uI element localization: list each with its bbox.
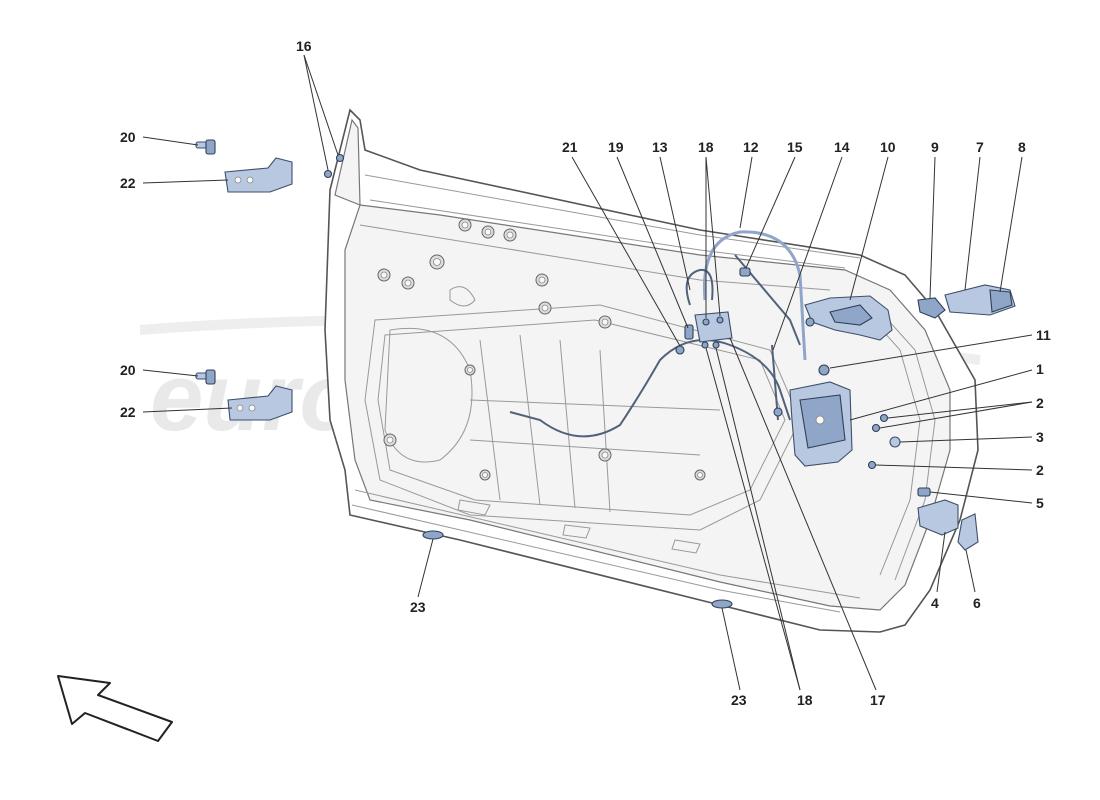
- callout-13: 13: [652, 139, 668, 155]
- screw-2-upper: [879, 413, 889, 423]
- callout-9: 9: [931, 139, 939, 155]
- callout-23-left: 23: [410, 599, 426, 615]
- hinge-22-upper: [224, 157, 293, 193]
- bracket-18: [694, 311, 733, 349]
- callout-16: 16: [296, 38, 312, 54]
- callout-11: 11: [1036, 327, 1051, 343]
- hinge-22-lower: [227, 385, 293, 421]
- callout-22-lower: 22: [120, 404, 136, 420]
- clip-21: [675, 345, 685, 355]
- callout-3: 3: [1036, 429, 1044, 445]
- callout-18-top: 18: [698, 139, 714, 155]
- callout-22-upper: 22: [120, 175, 136, 191]
- rod-14: [771, 344, 779, 421]
- callout-12: 12: [743, 139, 759, 155]
- screw-2-lower: [867, 460, 877, 470]
- cable-13: [685, 268, 714, 306]
- clip-15: [739, 267, 751, 277]
- callout-18-bottom: 18: [797, 692, 813, 708]
- bolt-20-lower: [195, 369, 216, 385]
- inner-handle-10: [804, 295, 893, 341]
- callout-labels: 16 20 22 20 22 21 19 13 18 12 15 14 10 9…: [120, 38, 1051, 708]
- callout-2-lower: 2: [1036, 462, 1044, 478]
- callout-21: 21: [562, 139, 578, 155]
- callout-7: 7: [976, 139, 984, 155]
- bolt-5: [917, 487, 931, 497]
- callout-23-right: 23: [731, 692, 747, 708]
- callout-14: 14: [834, 139, 850, 155]
- cable-14: [734, 254, 801, 346]
- plate-6: [957, 513, 979, 551]
- door-lock-1: [789, 381, 853, 467]
- cable-17: [509, 339, 791, 438]
- callout-20-upper: 20: [120, 129, 136, 145]
- callout-8: 8: [1018, 139, 1026, 155]
- clip-19: [684, 324, 694, 340]
- callout-17: 17: [870, 692, 886, 708]
- parts: [195, 139, 1016, 609]
- callout-5: 5: [1036, 495, 1044, 511]
- callout-20-lower: 20: [120, 362, 136, 378]
- callout-15: 15: [787, 139, 803, 155]
- callout-2-upper: 2: [1036, 395, 1044, 411]
- bolt-20-upper: [195, 139, 216, 155]
- plug-23-left: [422, 530, 444, 540]
- door-frame: [324, 108, 979, 633]
- screw-2-middle: [871, 423, 881, 433]
- plug-23-right: [711, 599, 733, 609]
- callout-10: 10: [880, 139, 896, 155]
- callout-1: 1: [1036, 361, 1044, 377]
- bezel-9: [917, 297, 946, 319]
- screw-16: [323, 153, 345, 179]
- callout-19: 19: [608, 139, 624, 155]
- striker-4: [917, 499, 959, 536]
- outer-handle-7-8: [944, 284, 1016, 316]
- callout-6: 6: [973, 595, 981, 611]
- leader-lines: [142, 54, 1033, 691]
- screw-11: [818, 364, 830, 376]
- washer-3: [889, 436, 901, 448]
- arrow-icon: [57, 675, 173, 742]
- callout-4: 4: [931, 595, 939, 611]
